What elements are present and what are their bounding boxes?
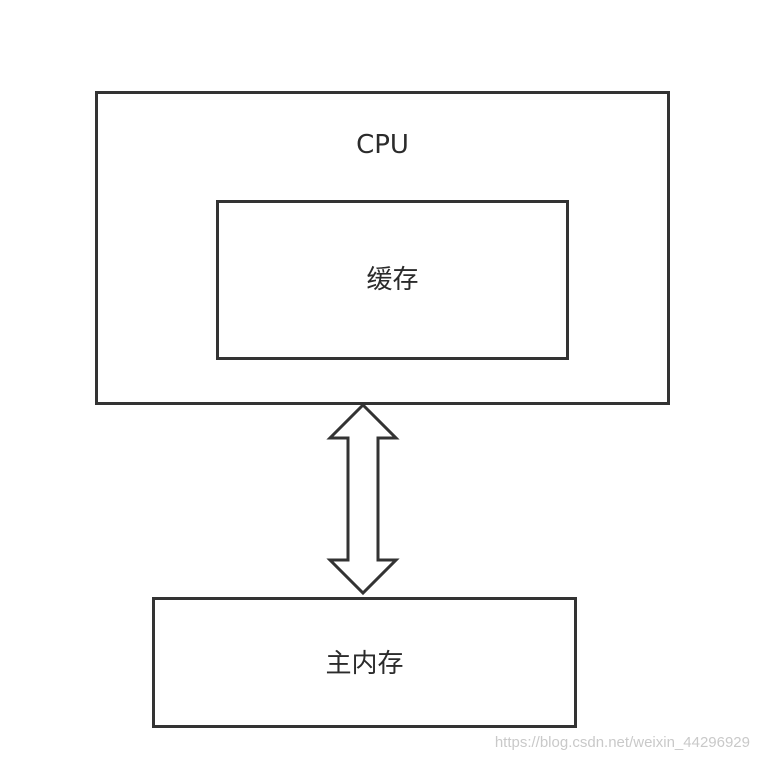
cache-label: 缓存: [366, 265, 419, 295]
double-arrow-shape: [326, 402, 400, 596]
main-memory-box: 主内存: [152, 597, 577, 728]
double-arrow-icon: [326, 402, 400, 596]
watermark-text: https://blog.csdn.net/weixin_44296929: [494, 734, 750, 751]
cpu-label: CPU: [356, 130, 409, 160]
cache-box: 缓存: [216, 200, 569, 360]
main-memory-label: 主内存: [325, 649, 404, 679]
